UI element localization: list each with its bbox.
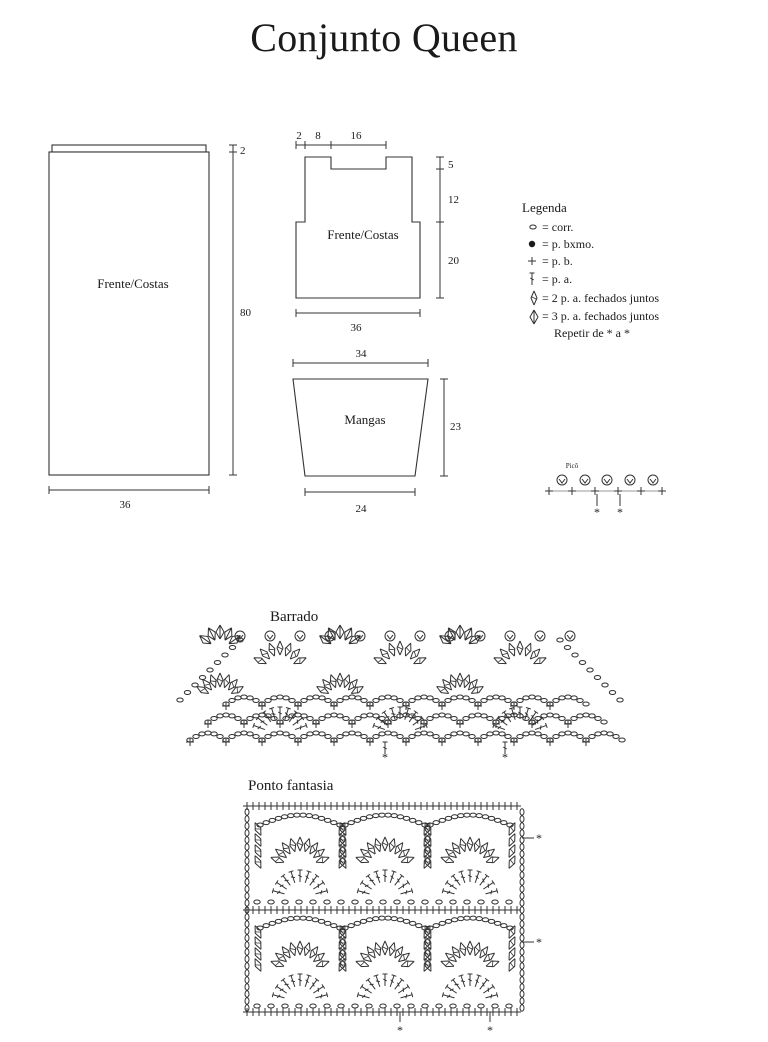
legend: Legenda = corr. = p. bxmo. = p. b. = p. …: [522, 200, 659, 340]
page-title: Conjunto Queen: [250, 15, 518, 60]
dc3tog-icon: [529, 309, 539, 325]
fantasia-repeat-mark-bottom-1: *: [397, 1023, 403, 1037]
barrado-label: Barrado: [270, 609, 318, 625]
slip-stitch-dot-icon: [528, 240, 536, 248]
double-crochet-icon: [529, 272, 535, 286]
piece-2-outline: [295, 156, 421, 299]
single-crochet-cross-icon: [527, 256, 537, 266]
pattern-piece-front-back-large: Frente/Costas 2 80 36: [48, 144, 252, 511]
piece-2-dim-top-3: 16: [351, 130, 363, 142]
piece-3-label: Mangas: [344, 412, 385, 427]
pico-label: Picô: [566, 462, 579, 470]
ponto-fantasia-label: Ponto fantasia: [248, 778, 334, 794]
piece-2-dim-width: 36: [351, 322, 363, 334]
piece-2-dim-top-1: 2: [296, 130, 302, 142]
legend-item-1: = corr.: [542, 220, 573, 234]
pico-repeat-mark-1: *: [594, 505, 600, 519]
piece-3-outline: [292, 378, 429, 477]
piece-2-dim-right-3: 20: [448, 255, 460, 267]
dc2tog-icon: [530, 290, 538, 306]
pattern-piece-front-back-small: Frente/Costas 2 8 16 5 12 20 36: [295, 130, 460, 334]
fantasia-repeat-mark-right-1: *: [536, 831, 542, 845]
fantasia-repeat-mark-right-2: *: [536, 935, 542, 949]
pico-diagram: Picô * *: [544, 462, 667, 519]
piece-2-dim-right-1: 5: [448, 159, 454, 171]
piece-2-dim-right-2: 12: [448, 194, 459, 206]
piece-1-label: Frente/Costas: [97, 276, 169, 291]
legend-item-4: = p. a.: [542, 272, 572, 286]
chain-oval-icon: [529, 224, 537, 230]
legend-item-3: = p. b.: [542, 254, 573, 268]
piece-1-body: [48, 151, 210, 476]
piece-1-top-band: [51, 144, 207, 153]
piece-2-dim-top-2: 8: [315, 130, 321, 142]
piece-1-dim-width: 36: [120, 499, 132, 511]
piece-3-dim-bottom: 24: [356, 503, 368, 515]
legend-item-6: = 3 p. a. fechados juntos: [542, 309, 659, 323]
barrado-chart: [176, 624, 626, 755]
piece-2-label: Frente/Costas: [327, 227, 399, 242]
piece-1-dim-height: 80: [240, 307, 252, 319]
legend-item-2: = p. bxmo.: [542, 237, 594, 251]
legend-title: Legenda: [522, 200, 567, 215]
barrado-repeat-mark-1: *: [382, 750, 388, 764]
pico-repeat-mark-2: *: [617, 505, 623, 519]
legend-repeat-text: Repetir de * a *: [554, 326, 630, 340]
legend-item-5: = 2 p. a. fechados juntos: [542, 291, 659, 305]
barrado-repeat-mark-2: *: [502, 750, 508, 764]
ponto-fantasia-chart: [242, 801, 534, 1022]
pattern-piece-sleeve: 34 Mangas 23 24: [292, 348, 462, 515]
piece-1-dim-top: 2: [240, 145, 246, 157]
piece-3-dim-height: 23: [450, 421, 462, 433]
piece-3-dim-top: 34: [356, 348, 368, 360]
fantasia-repeat-mark-bottom-2: *: [487, 1023, 493, 1037]
